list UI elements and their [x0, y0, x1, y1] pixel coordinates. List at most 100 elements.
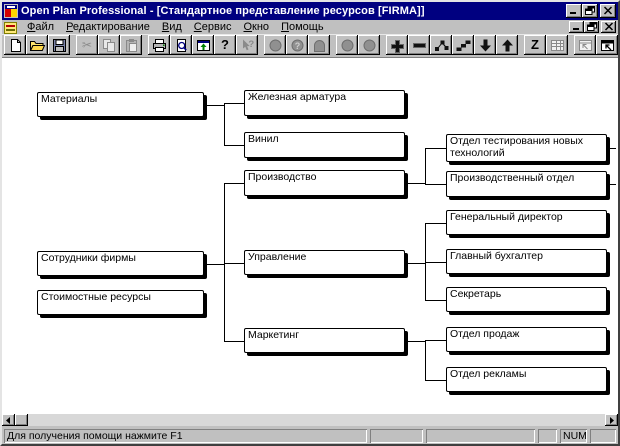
document-icon — [4, 21, 17, 34]
node-test_dept[interactable]: Отдел тестирования новых технологий — [446, 134, 607, 162]
connector-line — [224, 263, 244, 264]
node-cost_resources[interactable]: Стоимостные ресурсы — [37, 290, 204, 315]
table-view-button — [546, 35, 568, 55]
open-button[interactable] — [26, 35, 48, 55]
copy-button — [98, 35, 120, 55]
circle-question-icon: ? — [289, 38, 306, 53]
node-vinyl[interactable]: Винил — [244, 132, 405, 158]
save-button[interactable] — [48, 35, 70, 55]
close-icon — [604, 18, 614, 36]
print-button[interactable] — [148, 35, 170, 55]
menu-help[interactable]: Помощь — [281, 21, 324, 33]
node-adv_dept[interactable]: Отдел рекламы — [446, 367, 607, 392]
help-button[interactable]: ? — [214, 35, 236, 55]
mdi-restore-button[interactable] — [584, 21, 599, 33]
toolbar-group: ?? — [148, 35, 258, 55]
move-up-button[interactable] — [496, 35, 518, 55]
expand-window-button[interactable] — [596, 35, 618, 55]
update-view-button[interactable] — [192, 35, 214, 55]
connector-line — [425, 223, 426, 300]
connector-line — [425, 380, 446, 381]
connector-line — [224, 103, 244, 104]
scroll-left-button[interactable] — [2, 414, 15, 426]
print-preview-button[interactable] — [170, 35, 192, 55]
node-management[interactable]: Управление — [244, 250, 405, 275]
node-prod_dept[interactable]: Производственный отдел — [446, 171, 607, 197]
node-materials[interactable]: Материалы — [37, 92, 204, 117]
link-dots-icon — [433, 38, 450, 53]
cut-button: ✂ — [76, 35, 98, 55]
add-resource-button[interactable] — [386, 35, 408, 55]
table-icon — [549, 38, 566, 53]
connector-line — [607, 184, 616, 185]
scrollbar-thumb[interactable] — [15, 414, 28, 426]
steps-icon — [455, 38, 472, 53]
move-down-button[interactable] — [474, 35, 496, 55]
menu-view[interactable]: Вид — [161, 21, 182, 33]
menu-service[interactable]: Сервис — [193, 21, 232, 33]
node-iron[interactable]: Железная арматура — [244, 90, 405, 116]
scissors-icon: ✂ — [81, 38, 93, 52]
mdi-controls — [569, 21, 616, 33]
scroll-right-button[interactable] — [605, 414, 618, 426]
minimize-button[interactable] — [566, 4, 582, 18]
context-help-button: ? — [236, 35, 258, 55]
toolbar-group: Z — [524, 35, 568, 55]
toolbar-group — [574, 35, 618, 55]
toolbar-group — [386, 35, 518, 55]
title-bar: Open Plan Professional - [Стандартное пр… — [2, 2, 618, 20]
menu-file[interactable]: Файл — [27, 21, 55, 33]
connector-line — [204, 105, 224, 106]
link-button[interactable] — [430, 35, 452, 55]
node-employees[interactable]: Сотрудники фирмы — [37, 251, 204, 276]
arrow-down-icon — [477, 38, 494, 53]
remove-resource-button[interactable] — [408, 35, 430, 55]
new-button[interactable] — [4, 35, 26, 55]
minimize-icon — [572, 18, 582, 36]
close-icon — [603, 2, 613, 20]
z-icon: Z — [531, 37, 539, 52]
levels-button[interactable] — [452, 35, 474, 55]
node-secretary[interactable]: Секретарь — [446, 287, 607, 312]
paste-icon — [123, 38, 140, 53]
save-icon — [51, 38, 68, 53]
restore-icon — [585, 2, 595, 20]
connector-line — [405, 183, 425, 184]
resource-circle-button — [264, 35, 286, 55]
mdi-minimize-button[interactable] — [569, 21, 584, 33]
print-preview-icon — [173, 38, 190, 53]
node-gen_director[interactable]: Генеральный директор — [446, 210, 607, 235]
circle-icon — [267, 38, 284, 53]
arrow-up-icon — [499, 38, 516, 53]
close-button[interactable] — [600, 4, 616, 18]
node-production[interactable]: Производство — [244, 170, 405, 196]
toolbar-group — [336, 35, 380, 55]
help-icon: ? — [221, 37, 229, 52]
node-chief_accountant[interactable]: Главный бухгалтер — [446, 249, 607, 274]
menu-window[interactable]: Окно — [243, 21, 270, 33]
window-fit-icon — [577, 38, 594, 53]
toolbar-group: ? — [264, 35, 330, 55]
restore-button[interactable] — [582, 4, 598, 18]
horizontal-scrollbar[interactable] — [2, 413, 618, 426]
mdi-close-button[interactable] — [601, 21, 616, 33]
node-marketing[interactable]: Маркетинг — [244, 328, 405, 353]
sort-z-button[interactable]: Z — [524, 35, 546, 55]
connector-line — [607, 148, 616, 149]
scrollbar-track[interactable] — [28, 414, 605, 426]
node-sales_dept[interactable]: Отдел продаж — [446, 327, 607, 352]
status-panel — [370, 428, 423, 443]
menu-edit[interactable]: Редактирование — [66, 21, 150, 33]
connector-line — [425, 262, 446, 263]
connector-line — [425, 223, 446, 224]
minus-icon — [411, 38, 428, 53]
fit-window-button — [574, 35, 596, 55]
svg-text:?: ? — [248, 39, 254, 50]
connector-line — [425, 148, 426, 184]
update-window-icon — [195, 38, 212, 53]
window-expand-icon — [599, 38, 616, 53]
connector-line — [425, 184, 446, 185]
paste-button — [120, 35, 142, 55]
